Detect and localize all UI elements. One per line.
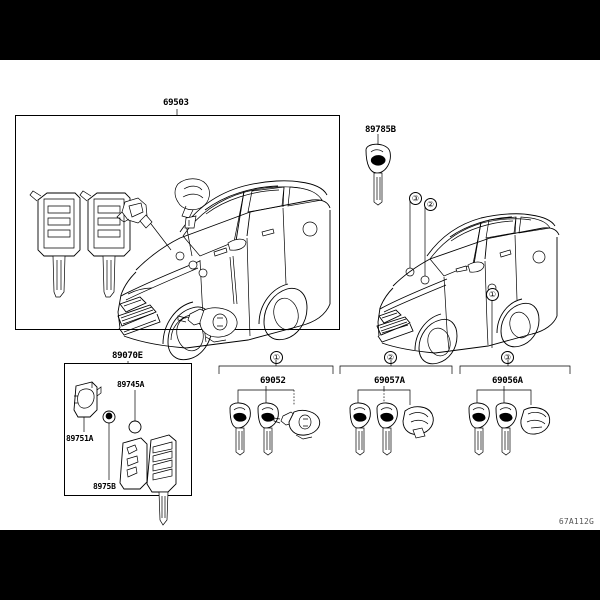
vehicle-callout-1: ① — [486, 288, 499, 301]
group-1-cylinder — [273, 409, 321, 440]
vehicle-callout-2: ② — [424, 198, 437, 211]
group-1-label: 69052 — [260, 376, 286, 386]
group-3-artwork — [459, 360, 571, 456]
cylinder-callout-upper-left — [116, 197, 172, 251]
group-2-label: 69057A — [374, 376, 405, 386]
part-label-8975B: 8975B — [93, 482, 116, 491]
vehicle-illustration-main — [117, 180, 331, 361]
cylinder-callout-upper-right — [174, 178, 210, 257]
group-3-key-a — [468, 402, 490, 456]
vehicle-callout-3: ③ — [409, 192, 422, 205]
main-panel-artwork — [29, 109, 331, 361]
rear-wheel — [263, 287, 308, 341]
group-1-artwork — [218, 360, 334, 456]
remote-panel-artwork — [73, 361, 177, 526]
remote-flip-key — [146, 434, 177, 526]
main-panel-label: 69503 — [163, 98, 189, 108]
main-panel-box — [15, 115, 340, 330]
part-89751A — [73, 381, 102, 432]
group-3-label: 69056A — [492, 376, 523, 386]
group-2-cylinder — [402, 406, 434, 439]
group-1-key-b — [257, 402, 279, 456]
group-1-callout: ① — [270, 351, 283, 364]
group-2-key-a — [349, 402, 371, 456]
group-1-key-a — [229, 402, 251, 456]
transponder-key-artwork — [365, 134, 391, 206]
cylinder-callout-lower — [177, 255, 238, 343]
group-3-cylinder — [520, 407, 551, 435]
remote-board — [119, 437, 148, 490]
part-89745A — [128, 390, 142, 434]
part-label-89745A: 89745A — [117, 380, 145, 389]
flip-key-left — [29, 190, 81, 298]
group-2-key-b — [376, 402, 398, 456]
part-8975B — [102, 410, 116, 480]
transponder-label: 89785B — [365, 125, 396, 135]
vehicle-illustration-right — [376, 198, 560, 365]
flip-key-right — [79, 190, 131, 298]
group-2-artwork — [339, 360, 453, 456]
group-3-key-b — [495, 402, 517, 456]
group-3-callout: ③ — [501, 351, 514, 364]
drawing-code: 67A112G — [558, 517, 594, 526]
group-2-callout: ② — [384, 351, 397, 364]
diagram-sheet: 69503 — [0, 60, 600, 530]
remote-panel-label: 89070E — [112, 351, 143, 361]
part-label-89751A: 89751A — [66, 434, 94, 443]
